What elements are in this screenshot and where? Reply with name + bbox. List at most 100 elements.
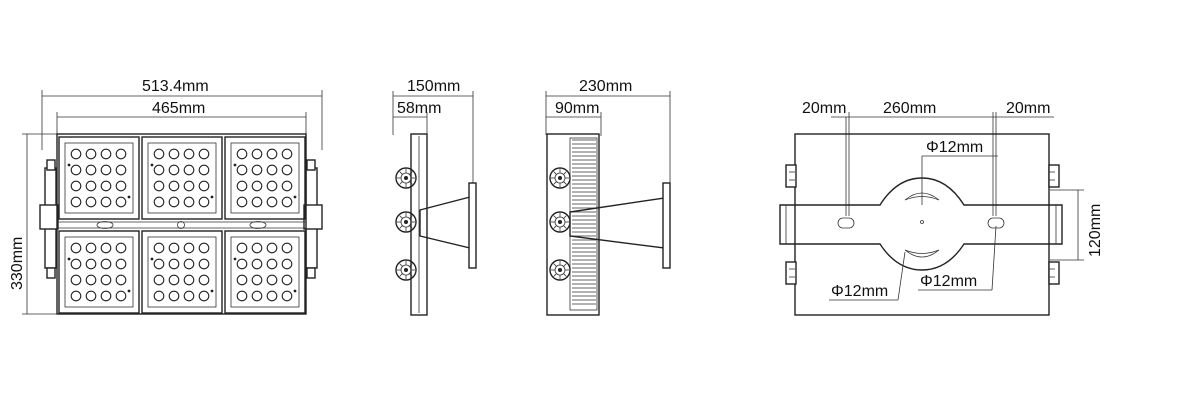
front-view: 513.4mm 465mm 330mm	[9, 78, 323, 315]
led-lens	[153, 274, 165, 286]
led-module	[58, 230, 140, 314]
led-lens	[251, 274, 263, 286]
dim-panel-width: 465mm	[152, 100, 205, 117]
led-lens	[266, 242, 278, 254]
led-lens	[168, 258, 180, 270]
led-lens	[100, 148, 112, 160]
back-view: 20mm 260mm 20mm 120mm	[779, 100, 1104, 316]
led-lens	[183, 164, 195, 176]
led-module	[141, 136, 223, 220]
led-lens	[100, 258, 112, 270]
led-lens	[281, 242, 293, 254]
led-lens	[183, 180, 195, 192]
led-lens	[251, 242, 263, 254]
side-view-1: 150mm 58mm	[392, 78, 477, 316]
led-lens	[236, 274, 248, 286]
led-lens	[153, 258, 165, 270]
mount-knob	[395, 211, 417, 233]
led-lens	[266, 274, 278, 286]
dim-height: 330mm	[9, 237, 26, 290]
led-lens	[100, 164, 112, 176]
mount-knob	[549, 211, 571, 233]
dim-hole-right: Φ12mm	[920, 273, 977, 290]
led-lens	[198, 274, 210, 286]
mount-knob	[549, 167, 571, 189]
led-lens	[70, 290, 82, 302]
led-lens	[266, 180, 278, 192]
led-lens	[115, 180, 127, 192]
led-lens	[281, 148, 293, 160]
led-lens	[153, 180, 165, 192]
led-lens	[70, 274, 82, 286]
dim-body-depth-2: 90mm	[555, 100, 599, 117]
dim-hole-spacing: 260mm	[883, 100, 936, 117]
led-lens	[198, 290, 210, 302]
led-lens	[153, 242, 165, 254]
led-lens	[70, 164, 82, 176]
led-lens	[85, 242, 97, 254]
led-lens	[70, 242, 82, 254]
led-lens	[281, 258, 293, 270]
led-lens	[198, 258, 210, 270]
led-lens	[153, 196, 165, 208]
led-lens	[236, 258, 248, 270]
led-lens	[168, 148, 180, 160]
led-lens	[183, 274, 195, 286]
dim-overall-width: 513.4mm	[142, 78, 209, 95]
led-module	[141, 230, 223, 314]
led-lens	[236, 164, 248, 176]
led-lens	[115, 196, 127, 208]
dim-left-margin: 20mm	[802, 100, 846, 117]
led-lens	[183, 290, 195, 302]
led-lens	[70, 180, 82, 192]
dim-body-depth-1: 58mm	[397, 100, 441, 117]
dim-depth-2: 230mm	[579, 78, 632, 95]
led-lens	[198, 148, 210, 160]
led-lens	[115, 164, 127, 176]
led-lens	[251, 148, 263, 160]
led-lens	[100, 242, 112, 254]
led-lens	[183, 148, 195, 160]
dim-hole-left: Φ12mm	[831, 283, 888, 300]
led-lens	[85, 148, 97, 160]
led-lens	[183, 258, 195, 270]
led-lens	[115, 148, 127, 160]
led-lens	[168, 290, 180, 302]
mount-knob	[395, 259, 417, 281]
led-lens	[266, 196, 278, 208]
led-lens	[251, 164, 263, 176]
led-lens	[85, 258, 97, 270]
dim-hole-top: Φ12mm	[926, 139, 983, 156]
led-lens	[251, 196, 263, 208]
led-lens	[85, 274, 97, 286]
led-lens	[251, 180, 263, 192]
led-lens	[281, 180, 293, 192]
led-lens	[153, 164, 165, 176]
led-modules	[58, 136, 306, 314]
led-lens	[281, 196, 293, 208]
led-lens	[168, 164, 180, 176]
led-lens	[198, 180, 210, 192]
led-lens	[281, 274, 293, 286]
led-lens	[236, 290, 248, 302]
mount-knob	[549, 259, 571, 281]
led-lens	[100, 196, 112, 208]
dim-right-margin: 20mm	[1006, 100, 1050, 117]
led-lens	[266, 164, 278, 176]
led-lens	[100, 290, 112, 302]
led-lens	[70, 258, 82, 270]
led-lens	[183, 242, 195, 254]
led-lens	[281, 290, 293, 302]
mount-knob	[395, 167, 417, 189]
led-lens	[198, 164, 210, 176]
led-lens	[100, 180, 112, 192]
led-lens	[198, 196, 210, 208]
led-lens	[115, 258, 127, 270]
led-lens	[153, 148, 165, 160]
side-view-2: 230mm 90mm	[545, 78, 671, 316]
led-lens	[266, 258, 278, 270]
led-module	[224, 230, 306, 314]
led-lens	[236, 242, 248, 254]
mount-lugs-1	[395, 167, 417, 281]
